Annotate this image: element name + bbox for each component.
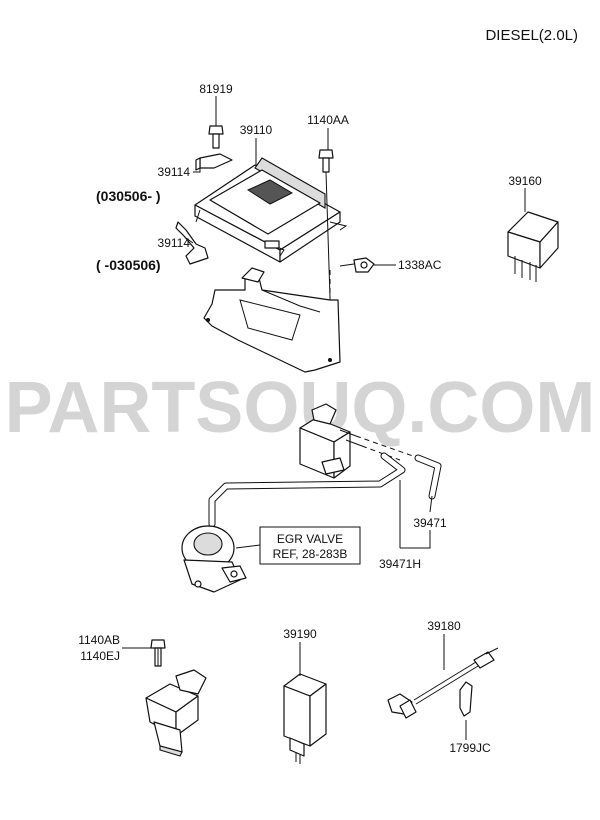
sensor-harness-39180[interactable] [387, 647, 499, 719]
position-sensor[interactable] [145, 669, 207, 757]
ecu-bracket-39114-lower[interactable] [175, 221, 209, 265]
callout-39110: 39110 [240, 123, 273, 137]
egr-valve-reference-box: EGR VALVE REF, 28-283B [235, 526, 361, 565]
relay-39190[interactable] [283, 673, 327, 764]
clip-1799JC[interactable] [459, 681, 473, 717]
egr-solenoid-valve[interactable] [299, 403, 363, 479]
callout-1140EJ: 1140EJ [80, 649, 120, 663]
leader-lines [157, 96, 526, 740]
relay-39160[interactable] [507, 211, 559, 282]
callout-39190: 39190 [283, 627, 317, 641]
callout-39114-upper: 39114 [158, 165, 191, 179]
callout-39471H: 39471H [379, 557, 421, 571]
callout-39180: 39180 [427, 619, 461, 633]
vacuum-hose-39471[interactable] [414, 454, 442, 500]
vacuum-hose-39471H[interactable] [208, 452, 406, 528]
egr-valve[interactable] [181, 525, 247, 593]
date-range-lower: ( -030506) [96, 257, 161, 273]
callout-39160: 39160 [508, 174, 542, 188]
callout-1140AA: 1140AA [307, 113, 349, 127]
ecu-mounting-bracket[interactable] [203, 267, 341, 373]
egr-ref-line-2: REF, 28-283B [273, 547, 348, 561]
bolt-81919[interactable] [208, 125, 224, 149]
callout-1338AC: 1338AC [398, 258, 442, 272]
date-range-upper: (030506- ) [96, 188, 161, 204]
callout-1799JC: 1799JC [449, 741, 491, 755]
ecu-bracket-39114-upper[interactable] [195, 153, 233, 171]
callout-39114-lower: 39114 [158, 236, 191, 250]
engine-variant-title: DIESEL(2.0L) [485, 27, 578, 44]
callout-81919: 81919 [199, 82, 233, 96]
callout-39471: 39471 [413, 516, 447, 530]
vacuum-line-dash-b [361, 445, 401, 461]
ecu-module-39110[interactable] [194, 157, 348, 263]
bolt-1140AA[interactable] [318, 149, 334, 173]
callout-1140AB: 1140AB [78, 633, 120, 647]
egr-ref-line-1: EGR VALVE [277, 532, 343, 546]
nut-1338AC[interactable] [339, 257, 375, 273]
